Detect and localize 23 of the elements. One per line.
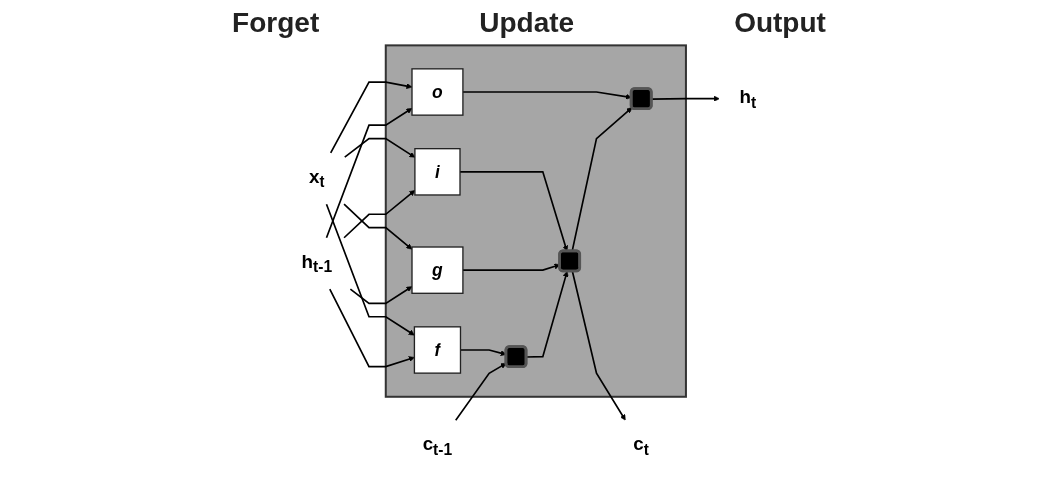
node-text: h$_{t}$	[739, 86, 757, 111]
node-text: c$_{t}$	[633, 433, 650, 459]
arrow	[325, 203, 415, 336]
section-heading: Output	[734, 7, 826, 39]
arrow	[329, 288, 415, 368]
arrow	[349, 286, 413, 305]
arrow	[325, 108, 413, 239]
arrow	[455, 363, 507, 422]
cluster	[384, 44, 688, 398]
node-box: f	[413, 326, 462, 374]
node-text: c$_{t-1}$	[422, 433, 453, 459]
node-box: g	[411, 246, 464, 294]
arrow	[571, 270, 626, 421]
node-box: i	[414, 148, 461, 196]
section-heading: Update	[479, 7, 575, 39]
node-text: h$_{t-1}$	[301, 251, 333, 276]
section-heading: Forget	[232, 7, 320, 39]
arrow	[343, 203, 413, 250]
arrow	[343, 190, 416, 239]
node-box: o	[411, 68, 464, 116]
arrow	[329, 81, 413, 154]
arrow	[344, 137, 416, 158]
node-text: x$_{t}$	[309, 166, 325, 191]
